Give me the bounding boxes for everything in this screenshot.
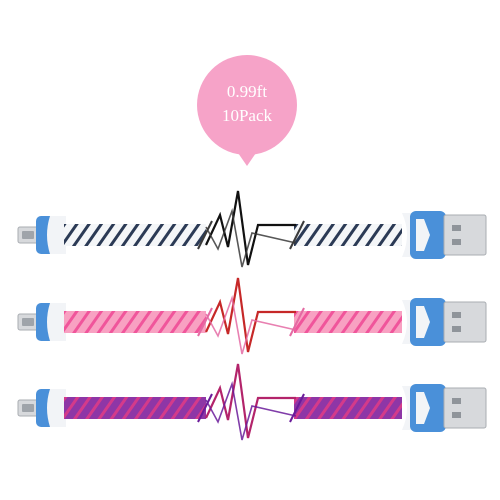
badge-pack-text: 10Pack <box>221 106 273 125</box>
cable-break-line <box>205 190 296 266</box>
badge-length-text: 0.99ft <box>226 82 268 101</box>
micro-usb-cap <box>47 303 66 341</box>
usb-a-plug <box>443 214 487 256</box>
cable-pink <box>17 277 487 355</box>
usb-a-logo-area <box>416 219 430 251</box>
badge-circle <box>197 55 297 155</box>
cable-segment-right <box>294 224 402 246</box>
micro-usb-slot <box>22 231 34 239</box>
length-badge <box>197 55 297 166</box>
cable-segment-left <box>64 397 206 419</box>
cut-mark-right <box>289 220 305 250</box>
usb-a-plug <box>443 387 487 429</box>
cable-break-line-2 <box>205 207 297 268</box>
micro-usb-cap <box>47 389 66 427</box>
cut-mark-left <box>197 393 213 423</box>
cable-segment-right <box>294 311 402 333</box>
cable-white <box>17 190 487 268</box>
usb-a-hole-bottom <box>452 239 461 245</box>
usb-a-hole-bottom <box>452 326 461 332</box>
micro-usb-cap <box>47 216 66 254</box>
usb-a-plug <box>443 301 487 343</box>
cut-mark-left <box>197 220 213 250</box>
usb-a-hole-top <box>452 398 461 404</box>
cable-break-line <box>205 363 296 439</box>
cable-segment-left <box>64 224 206 246</box>
cable-break-line-2 <box>205 380 297 441</box>
cut-mark-right <box>289 393 305 423</box>
cut-mark-left <box>197 307 213 337</box>
usb-a-logo-area <box>416 392 430 424</box>
cut-mark-right <box>289 307 305 337</box>
usb-a-logo-area <box>416 306 430 338</box>
cable-break-line <box>205 277 296 353</box>
cable-break-line-2 <box>205 294 297 355</box>
micro-usb-slot <box>22 318 34 326</box>
usb-a-hole-top <box>452 312 461 318</box>
usb-a-hole-bottom <box>452 412 461 418</box>
cable-purple <box>17 363 487 441</box>
cable-segment-right <box>294 397 402 419</box>
cable-segment-left <box>64 311 206 333</box>
micro-usb-slot <box>22 404 34 412</box>
usb-a-hole-top <box>452 225 461 231</box>
badge-pointer <box>236 150 258 166</box>
